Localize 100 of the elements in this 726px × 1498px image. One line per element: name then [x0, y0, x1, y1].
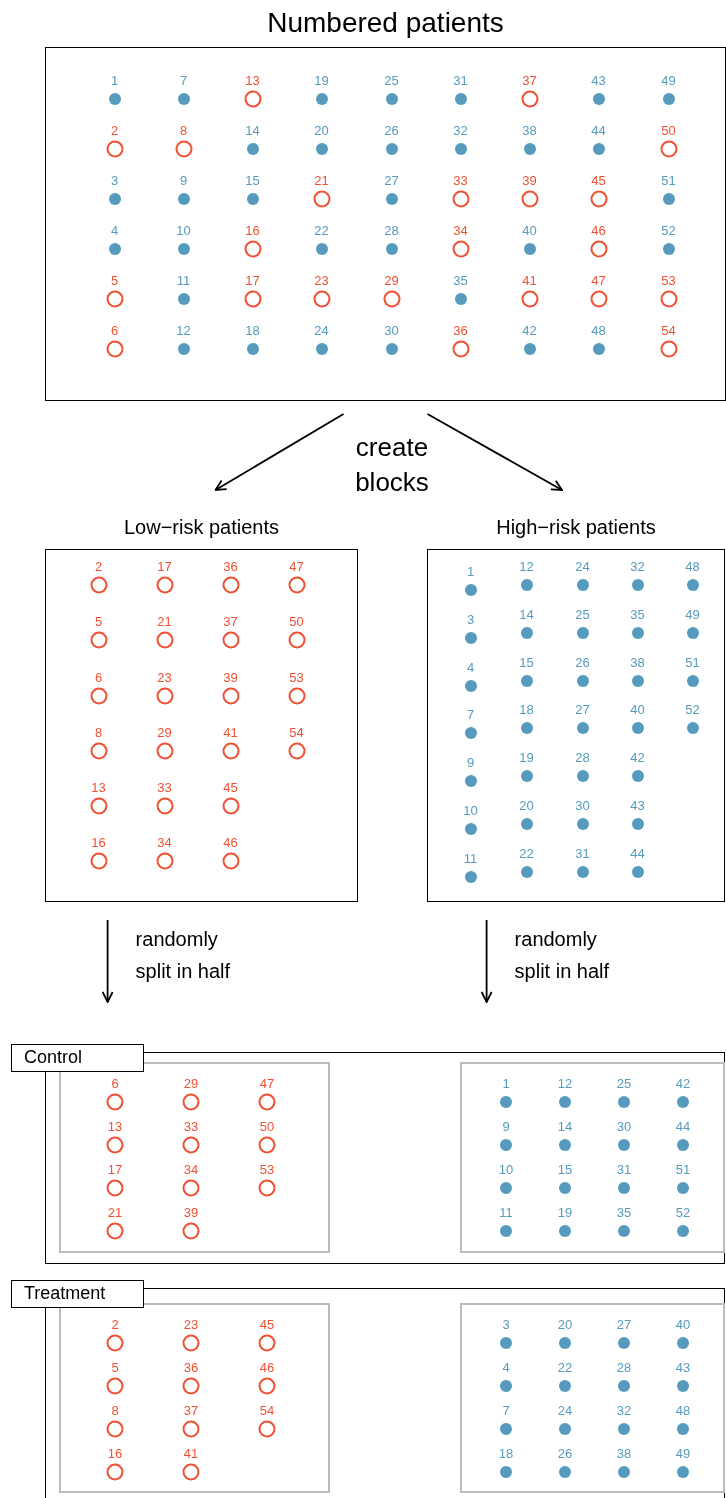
- patient-number: 47: [590, 273, 607, 288]
- patient-number: 33: [452, 173, 469, 188]
- arrow: [214, 413, 345, 491]
- patient-number: 44: [629, 846, 646, 861]
- patient-number: 20: [313, 123, 330, 138]
- patient-number: 38: [629, 655, 646, 670]
- patient-number: 15: [518, 655, 535, 670]
- patient-number: 45: [590, 173, 607, 188]
- arrow: [426, 413, 563, 491]
- patient-number: 45: [222, 780, 239, 795]
- patient-number: 51: [674, 1163, 692, 1177]
- patient-number: 11: [462, 851, 479, 866]
- patient-number: 7: [465, 707, 476, 722]
- patient-number: 24: [574, 559, 591, 574]
- patient-number: 16: [90, 835, 107, 850]
- group-panel: [460, 1303, 725, 1493]
- patient-number: 12: [175, 323, 192, 338]
- patient-number: 1: [465, 564, 476, 579]
- patient-number: 9: [178, 173, 189, 188]
- patient-number: 14: [556, 1120, 574, 1134]
- patient-number: 47: [288, 559, 305, 574]
- patient-number: 51: [660, 173, 677, 188]
- patient-number: 52: [674, 1206, 692, 1220]
- patient-number: 31: [452, 73, 469, 88]
- patient-number: 29: [182, 1077, 200, 1091]
- patient-number: 26: [556, 1447, 574, 1461]
- arrow: [480, 919, 493, 1003]
- patient-number: 3: [109, 173, 120, 188]
- patient-number: 40: [521, 223, 538, 238]
- patient-number: 29: [156, 725, 173, 740]
- patient-number: 1: [109, 73, 120, 88]
- patient-number: 38: [615, 1447, 633, 1461]
- patient-number: 14: [244, 123, 261, 138]
- patient-number: 5: [109, 273, 120, 288]
- patient-number: 18: [497, 1447, 515, 1461]
- patient-number: 50: [288, 614, 305, 629]
- patient-number: 16: [106, 1447, 124, 1461]
- patient-number: 44: [590, 123, 607, 138]
- patient-number: 47: [258, 1077, 276, 1091]
- patient-number: 43: [674, 1361, 692, 1375]
- patient-number: 18: [244, 323, 261, 338]
- patient-number: 13: [244, 73, 261, 88]
- patient-number: 2: [110, 1318, 120, 1332]
- patient-number: 37: [222, 614, 239, 629]
- patient-number: 34: [182, 1163, 200, 1177]
- patient-number: 32: [629, 559, 646, 574]
- group-panel: [59, 1303, 330, 1493]
- patient-number: 43: [590, 73, 607, 88]
- patient-number: 2: [93, 559, 104, 574]
- patient-number: 46: [222, 835, 239, 850]
- patient-number: 8: [93, 725, 104, 740]
- patient-number: 14: [518, 607, 535, 622]
- patient-number: 35: [452, 273, 469, 288]
- patient-number: 27: [615, 1318, 633, 1332]
- patient-number: 21: [156, 614, 173, 629]
- patient-number: 50: [660, 123, 677, 138]
- patient-number: 37: [521, 73, 538, 88]
- patient-number: 17: [156, 559, 173, 574]
- group-panel: [460, 1062, 725, 1253]
- patient-number: 24: [313, 323, 330, 338]
- patient-number: 17: [106, 1163, 124, 1177]
- patient-number: 13: [106, 1120, 124, 1134]
- patient-number: 42: [521, 323, 538, 338]
- patient-number: 6: [109, 323, 120, 338]
- patient-number: 31: [615, 1163, 633, 1177]
- patient-number: 12: [518, 559, 535, 574]
- patient-number: 1: [501, 1077, 511, 1091]
- patient-number: 54: [660, 323, 677, 338]
- group-panel: [59, 1062, 330, 1253]
- patient-number: 30: [574, 798, 591, 813]
- patient-number: 4: [465, 660, 476, 675]
- patient-number: 11: [498, 1206, 514, 1220]
- patient-number: 15: [556, 1163, 574, 1177]
- patient-number: 38: [521, 123, 538, 138]
- patient-number: 8: [110, 1404, 120, 1418]
- patient-number: 13: [90, 780, 107, 795]
- patient-number: 22: [556, 1361, 574, 1375]
- patient-number: 36: [182, 1361, 200, 1375]
- patient-number: 37: [182, 1404, 200, 1418]
- patient-number: 20: [556, 1318, 574, 1332]
- patient-number: 22: [313, 223, 330, 238]
- patient-number: 25: [574, 607, 591, 622]
- patient-number: 4: [501, 1361, 511, 1375]
- patient-number: 35: [615, 1206, 633, 1220]
- patient-number: 39: [182, 1206, 200, 1220]
- patient-number: 20: [518, 798, 535, 813]
- patient-number: 4: [109, 223, 120, 238]
- patient-number: 39: [222, 670, 239, 685]
- patient-number: 52: [660, 223, 677, 238]
- patient-number: 52: [684, 702, 701, 717]
- patient-number: 35: [629, 607, 646, 622]
- patient-number: 10: [497, 1163, 515, 1177]
- patient-number: 32: [615, 1404, 633, 1418]
- patient-number: 3: [465, 612, 476, 627]
- patient-number: 27: [383, 173, 400, 188]
- patient-number: 25: [383, 73, 400, 88]
- group-title: Control: [11, 1044, 144, 1072]
- patient-number: 8: [178, 123, 189, 138]
- patient-number: 3: [501, 1318, 511, 1332]
- patient-number: 21: [106, 1206, 124, 1220]
